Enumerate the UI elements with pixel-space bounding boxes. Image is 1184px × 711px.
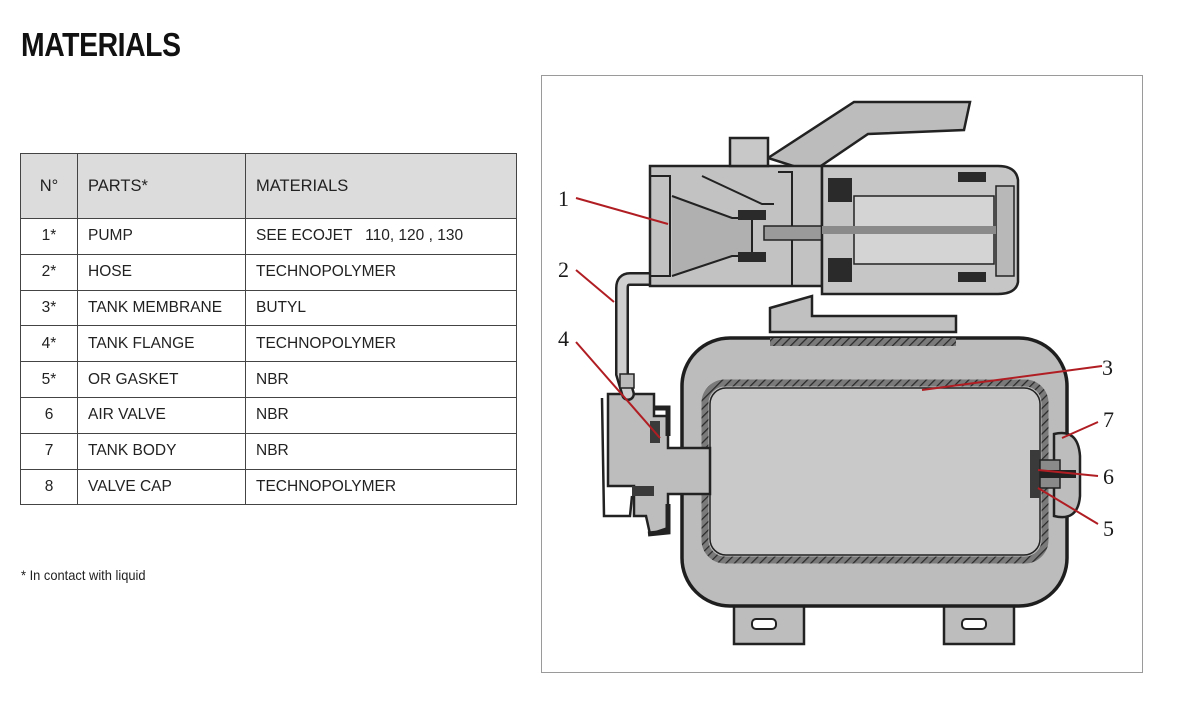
table-header-row: N° PARTS* MATERIALS <box>20 153 517 219</box>
footnote: * In contact with liquid <box>21 567 146 583</box>
row-number: 6 <box>20 396 78 434</box>
table-row: 7 TANK BODY NBR <box>20 432 517 470</box>
row-material: TECHNOPOLYMER <box>245 468 517 506</box>
materials-table: N° PARTS* MATERIALS 1* PUMP SEE ECOJET 1… <box>20 153 517 506</box>
table-row: 4* TANK FLANGE TECHNOPOLYMER <box>20 325 517 363</box>
callout-leaders <box>575 197 1103 525</box>
row-number: 1* <box>20 218 78 255</box>
hose <box>615 272 661 401</box>
row-material: NBR <box>245 396 517 434</box>
leader-line <box>575 197 669 225</box>
pump-body <box>648 136 824 288</box>
carry-handle <box>765 100 972 174</box>
header-materials: MATERIALS <box>245 153 517 219</box>
tank-feet <box>732 594 1016 646</box>
header-parts: PARTS* <box>77 153 246 219</box>
row-part: OR GASKET <box>77 361 246 398</box>
row-material: TECHNOPOLYMER <box>245 253 517 291</box>
motor <box>820 164 1020 296</box>
leader-line <box>1061 421 1099 439</box>
table-row: 1* PUMP SEE ECOJET 110, 120 , 130 <box>20 218 517 255</box>
table-row: 2* HOSE TECHNOPOLYMER <box>20 253 517 291</box>
row-part: HOSE <box>77 253 246 291</box>
callout-1: 1 <box>558 186 569 211</box>
row-number: 8 <box>20 468 78 506</box>
page-title: MATERIALS <box>21 26 181 63</box>
air-valve <box>1030 431 1082 519</box>
table-row: 5* OR GASKET NBR <box>20 361 517 398</box>
row-material: NBR <box>245 432 517 470</box>
callout-7: 7 <box>1103 407 1114 432</box>
row-number: 4* <box>20 325 78 363</box>
row-number: 7 <box>20 432 78 470</box>
table-row: 3* TANK MEMBRANE BUTYL <box>20 289 517 327</box>
row-part: AIR VALVE <box>77 396 246 434</box>
header-number: N° <box>20 153 78 219</box>
row-material: BUTYL <box>245 289 517 327</box>
pump-tank-diagram: 1 2 3 4 5 6 7 <box>541 75 1143 673</box>
row-material: TECHNOPOLYMER <box>245 325 517 363</box>
table-row: 6 AIR VALVE NBR <box>20 396 517 434</box>
row-part: TANK BODY <box>77 432 246 470</box>
row-material: SEE ECOJET 110, 120 , 130 <box>245 218 517 255</box>
tank-flange <box>600 392 712 537</box>
callout-4: 4 <box>558 326 569 351</box>
row-number: 5* <box>20 361 78 398</box>
row-material: NBR <box>245 361 517 398</box>
leader-line <box>575 341 661 439</box>
callout-2: 2 <box>558 257 569 282</box>
row-part: VALVE CAP <box>77 468 246 506</box>
row-number: 3* <box>20 289 78 327</box>
leader-line <box>1037 469 1099 477</box>
row-number: 2* <box>20 253 78 291</box>
row-part: TANK MEMBRANE <box>77 289 246 327</box>
leader-line <box>575 269 615 303</box>
row-part: PUMP <box>77 218 246 255</box>
leader-line <box>1037 487 1099 525</box>
leader-line <box>921 365 1103 391</box>
row-part: TANK FLANGE <box>77 325 246 363</box>
table-row: 8 VALVE CAP TECHNOPOLYMER <box>20 468 517 506</box>
pump-tank-drawing: 1 2 3 4 5 6 7 <box>558 100 1114 646</box>
pump-bracket <box>768 294 958 334</box>
callout-5: 5 <box>1103 516 1114 541</box>
callout-3: 3 <box>1102 355 1113 380</box>
callout-6: 6 <box>1103 464 1114 489</box>
